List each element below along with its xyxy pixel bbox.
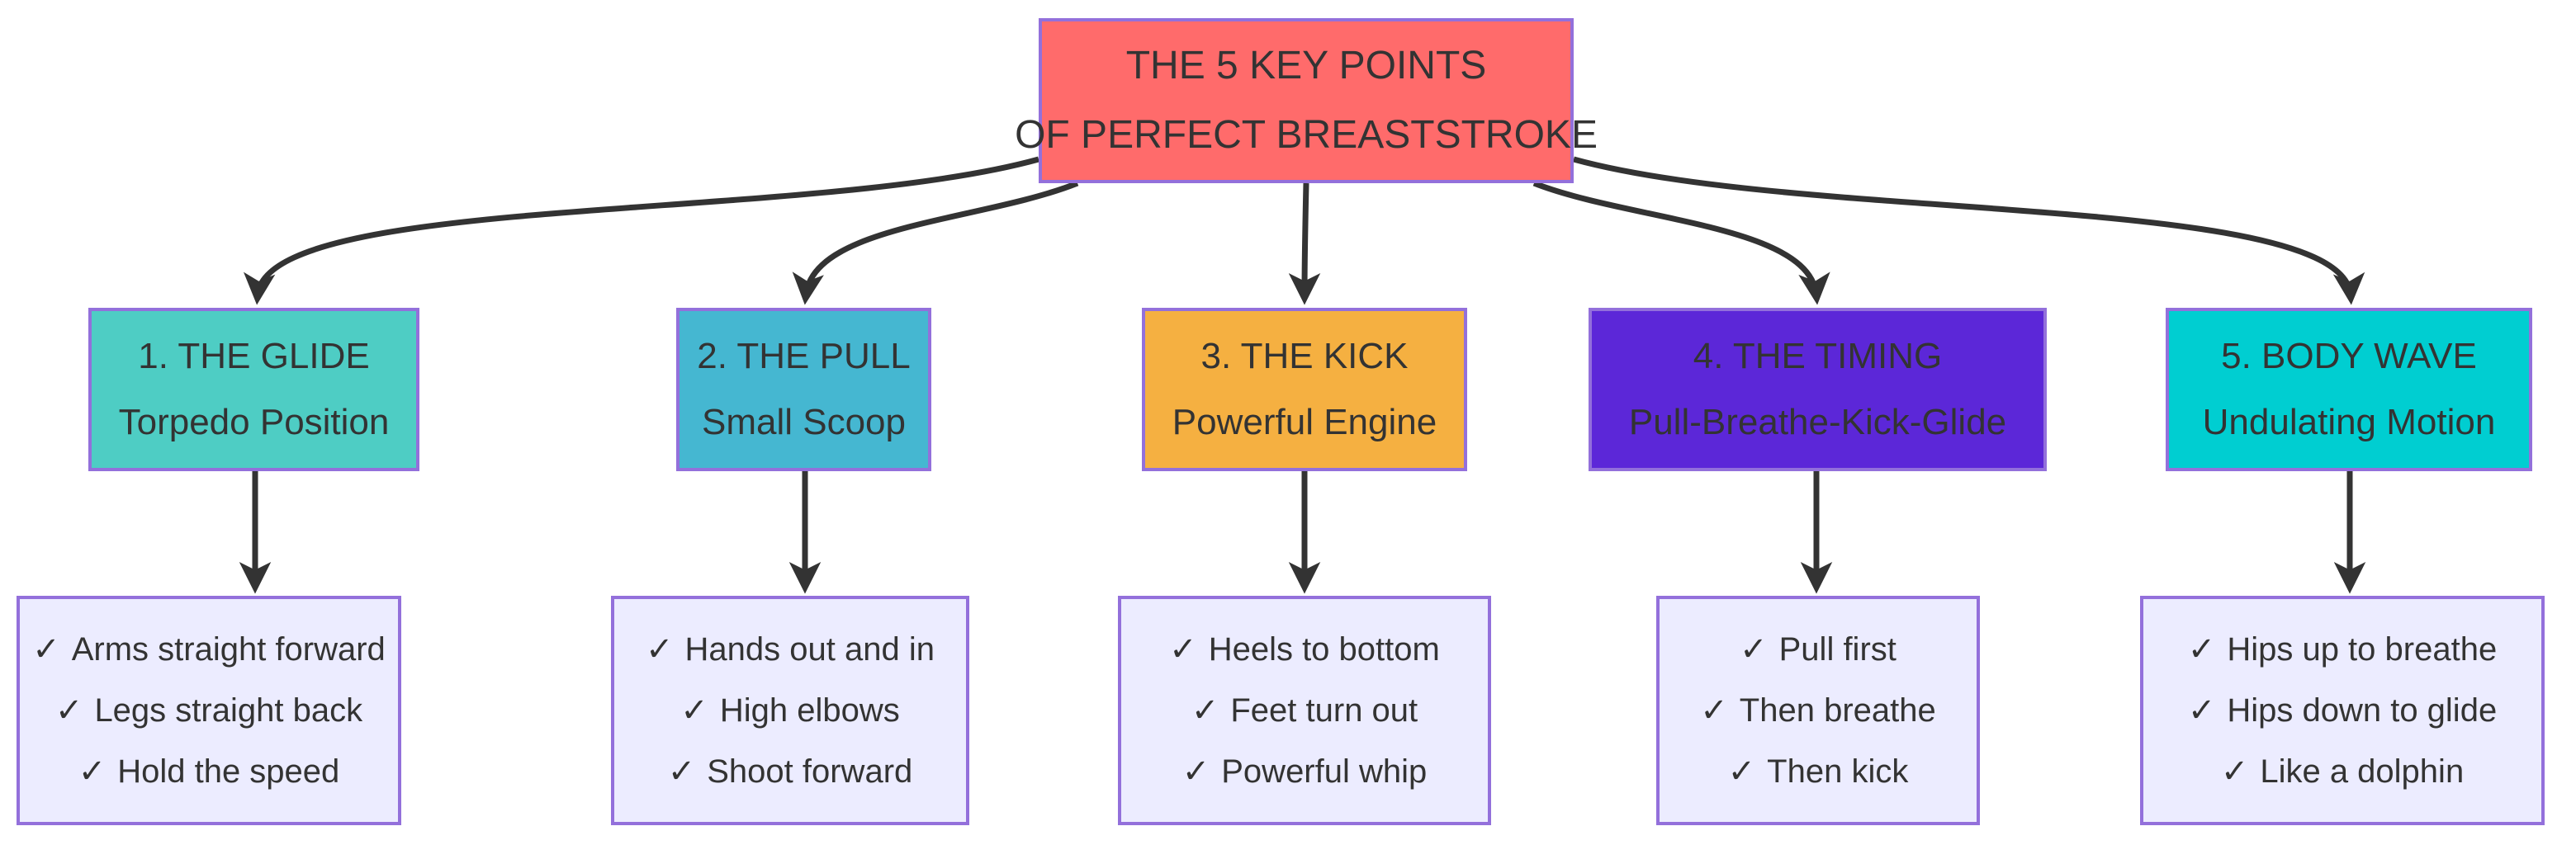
node-glide-subtitle: Torpedo Position <box>118 402 390 442</box>
checklist-item: ✓ Hands out and in <box>646 619 935 680</box>
root-node-title: THE 5 KEY POINTS OF PERFECT BREASTSTROKE <box>1015 18 1598 183</box>
check-icon: ✓ <box>1740 631 1768 668</box>
checklist-item: ✓ Shoot forward <box>668 741 913 802</box>
node-pull-title: 2. THE PULL <box>697 336 911 376</box>
check-icon: ✓ <box>1700 692 1728 729</box>
checklist-item-text: Feet turn out <box>1230 692 1418 729</box>
checklist-item-text: Legs straight back <box>94 692 363 729</box>
edge-root-to-timing <box>1532 180 1830 305</box>
checklist-item-text: Shoot forward <box>707 753 913 790</box>
checklist-item-text: Hips down to glide <box>2227 692 2498 729</box>
check-icon: ✓ <box>2220 753 2249 790</box>
checklist-item-text: Hold the speed <box>117 753 340 790</box>
edge-root-to-glide <box>244 156 1039 305</box>
root-title-line1: THE 5 KEY POINTS <box>1125 44 1487 87</box>
checklist-item: ✓ Hips up to breathe <box>2188 619 2497 680</box>
checklist-item-text: Powerful whip <box>1221 753 1428 790</box>
node-timing-title: 4. THE TIMING <box>1693 336 1943 376</box>
check-icon: ✓ <box>1191 692 1219 729</box>
node-kick-subtitle: Powerful Engine <box>1172 402 1437 442</box>
node-kick: 3. THE KICK Powerful Engine <box>1142 308 1467 471</box>
check-icon: ✓ <box>2187 692 2216 729</box>
check-icon: ✓ <box>667 753 696 790</box>
checklist-item: ✓ Legs straight back <box>55 680 362 741</box>
node-bodywave-subtitle: Undulating Motion <box>2202 402 2496 442</box>
node-pull-subtitle: Small Scoop <box>701 402 906 442</box>
node-glide-title: 1. THE GLIDE <box>138 336 370 376</box>
checklist-item: ✓ Heels to bottom <box>1169 619 1440 680</box>
check-icon: ✓ <box>1169 631 1197 668</box>
check-icon: ✓ <box>2187 631 2216 668</box>
checklist-item: ✓ Feet turn out <box>1191 680 1418 741</box>
node-glide: 1. THE GLIDE Torpedo Position <box>88 308 419 471</box>
check-icon: ✓ <box>54 692 83 729</box>
checklist-timing: ✓ Pull first ✓ Then breathe ✓ Then kick <box>1656 596 1980 825</box>
node-bodywave-title: 5. BODY WAVE <box>2221 336 2477 376</box>
checklist-item-text: Hands out and in <box>684 631 935 668</box>
node-bodywave: 5. BODY WAVE Undulating Motion <box>2166 308 2532 471</box>
edge-root-to-bodywave <box>1573 156 2365 305</box>
checklist-item-text: Then kick <box>1767 753 1909 790</box>
checklist-kick: ✓Heels to bottom ✓Feet turn out ✓Powerfu… <box>1118 596 1491 825</box>
node-timing-subtitle: Pull-Breathe-Kick-Glide <box>1628 402 2007 442</box>
checklist-item: ✓ Hold the speed <box>78 741 340 802</box>
checklist-item: ✓ Powerful whip <box>1182 741 1428 802</box>
root-title-line2: OF PERFECT BREASTSTROKE <box>1015 113 1598 157</box>
check-icon: ✓ <box>78 753 107 790</box>
checklist-item: ✓ Pull first <box>1740 619 1896 680</box>
checklist-item-text: Then breathe <box>1739 692 1936 729</box>
checklist-item-text: Hips up to breathe <box>2227 631 2498 668</box>
checklist-item-text: Arms straight forward <box>71 631 386 668</box>
checklist-item-text: Like a dolphin <box>2260 753 2465 790</box>
node-kick-title: 3. THE KICK <box>1200 336 1409 376</box>
check-icon: ✓ <box>1727 753 1756 790</box>
node-pull: 2. THE PULL Small Scoop <box>676 308 931 471</box>
node-timing: 4. THE TIMING Pull-Breathe-Kick-Glide <box>1589 308 2047 471</box>
edge-root-to-kick <box>1288 182 1321 305</box>
check-icon: ✓ <box>32 631 60 668</box>
checklist-item: ✓ Then breathe <box>1700 680 1935 741</box>
check-icon: ✓ <box>1181 753 1210 790</box>
checklist-pull: ✓ Hands out and in ✓ High elbows ✓ Shoot fo… <box>611 596 969 825</box>
checklist-item-text: Heels to bottom <box>1208 631 1440 668</box>
check-icon: ✓ <box>680 692 708 729</box>
checklist-glide: ✓ Arms straight forward ✓ Legs straight ba… <box>17 596 401 825</box>
checklist-item: ✓ Then kick <box>1728 741 1909 802</box>
checklist-item-text: Pull first <box>1778 631 1896 668</box>
checklist-item: ✓ Hips down to glide <box>2188 680 2497 741</box>
checklist-item-text: High elbows <box>719 692 900 729</box>
checklist-item: ✓ High elbows <box>680 680 899 741</box>
checklist-item: ✓ Like a dolphin <box>2221 741 2464 802</box>
check-icon: ✓ <box>646 631 674 668</box>
checklist-item: ✓ Arms straight forward <box>32 619 386 680</box>
edge-root-to-pull <box>792 180 1079 305</box>
checklist-bodywave: ✓Hips up to breathe ✓Hips down to glide … <box>2140 596 2545 825</box>
